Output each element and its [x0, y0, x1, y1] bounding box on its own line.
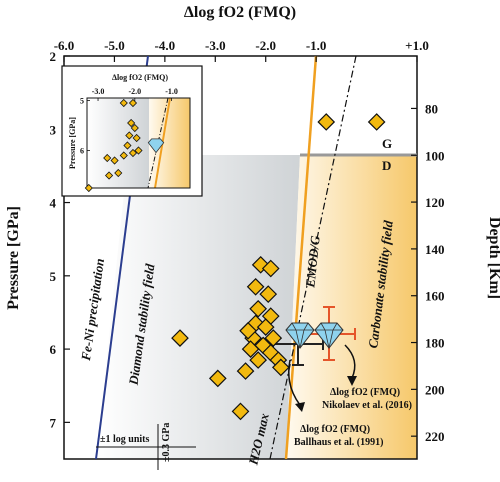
top-tick-label: -2.0	[255, 38, 276, 53]
right-tick-label: 180	[425, 336, 445, 351]
inset-y-tick-label: 6	[80, 147, 84, 156]
inset-data-point	[130, 123, 139, 133]
inset-x-tick-label: -2.0	[128, 87, 141, 96]
top-tick-label: +1.0	[405, 38, 429, 53]
stability-fields	[96, 155, 417, 459]
right-tick-label: 140	[425, 242, 445, 257]
right-axis: 80 100 120 140 160 180 200 220	[411, 101, 445, 444]
data-point	[171, 329, 189, 347]
inset-data-point	[105, 171, 114, 180]
inset-data-points	[84, 98, 143, 193]
top-tick-label: -5.0	[104, 38, 125, 53]
left-tick-label: 4	[50, 196, 57, 211]
inset-x-tick-label: -1.0	[165, 87, 178, 96]
ballhaus-note-line1: Δlog fO2 (FMQ)	[300, 424, 370, 435]
ballhaus-arrow	[288, 359, 301, 406]
ballhaus-note-line2: Ballhaus et al. (1991)	[294, 437, 383, 448]
nikolaev-note-line1: Δlog fO2 (FMQ)	[330, 387, 400, 398]
data-point	[317, 113, 336, 131]
right-tick-label: 160	[425, 289, 445, 304]
right-axis-title: Depth [Km]	[486, 217, 500, 299]
data-point	[249, 299, 267, 318]
inset-chart: Δlog fO2 (FMQ) -3.0-2.0-1.0 56 Pressure …	[61, 65, 203, 197]
top-tick-label: -6.0	[54, 38, 75, 53]
left-tick-label: 3	[50, 122, 57, 137]
left-tick-label: 5	[50, 269, 57, 284]
emod-g-label: EMOD/G	[302, 234, 323, 289]
data-point	[367, 113, 386, 131]
inset-data-point	[84, 183, 93, 193]
inset-data-point	[127, 118, 136, 128]
scale-y-label: ±0.3 GPa	[161, 423, 172, 462]
inset-data-point	[110, 156, 119, 165]
inset-data-point	[128, 98, 138, 108]
top-tick-label: -3.0	[205, 38, 226, 53]
data-point	[249, 351, 267, 369]
right-tick-label: 80	[425, 101, 438, 116]
inset-data-point	[132, 133, 141, 143]
left-axis-title: Pressure [GPa]	[5, 206, 22, 310]
data-point	[231, 402, 250, 421]
data-point	[264, 329, 283, 347]
nikolaev-arrow-head	[347, 376, 357, 386]
inset-x-axis: -3.0 -2.0 -1.0	[92, 87, 178, 101]
label-d: D	[382, 158, 391, 173]
inset-y-title: Pressure [GPa]	[68, 117, 77, 169]
data-point	[239, 321, 257, 340]
data-point	[236, 362, 255, 380]
inset-diamond-icon	[147, 138, 165, 154]
left-tick-label: 2	[50, 49, 57, 64]
inset-data-point	[103, 153, 112, 163]
nikolaev-arrow	[344, 344, 356, 379]
data-point	[271, 358, 290, 377]
inset-x-tick-label: -3.0	[92, 87, 105, 96]
left-tick-label: 6	[50, 342, 57, 357]
right-tick-label: 100	[425, 148, 445, 163]
fe-ni-label: Fe-Ni precipitation	[78, 257, 107, 362]
plot-frame	[63, 55, 418, 460]
diamond-gem-icon	[314, 322, 344, 349]
left-tick-label: 7	[50, 415, 57, 430]
right-tick-label: 200	[425, 382, 445, 397]
inset-y-axis: 56	[80, 97, 90, 156]
ballhaus-arrow-head	[295, 402, 305, 412]
inset-y-tick-label: 5	[80, 97, 84, 106]
top-tick-label: -4.0	[155, 38, 176, 53]
h2o-max-line	[269, 56, 357, 459]
data-point	[208, 369, 227, 388]
carbonate-stability-field-fill	[286, 155, 417, 459]
inset-x-title: Δlog fO2 (FMQ)	[112, 73, 168, 82]
top-axis: -6.0 -5.0 -4.0 -3.0 -2.0 -1.0 +1.0	[54, 38, 429, 62]
annotation-arrows	[288, 344, 357, 412]
inset-data-point	[119, 151, 128, 160]
inset-data-point	[114, 168, 123, 178]
data-point	[259, 285, 278, 303]
diamond-stability-field-fill	[96, 155, 300, 459]
emod-g-line	[284, 56, 318, 459]
inset-data-point	[134, 146, 143, 155]
data-points	[171, 113, 386, 421]
diamond-gem-icons	[285, 322, 344, 349]
scale-x-label: ±1 log units	[100, 434, 149, 445]
top-axis-title: Δlog fO2 (FMQ)	[184, 4, 296, 21]
inset-data-point	[119, 98, 128, 108]
diamond-gem-icon	[285, 322, 315, 349]
error-scale-legend: ±1 log units ±0.3 GPa	[96, 423, 196, 470]
data-point	[261, 259, 280, 278]
data-point	[246, 277, 265, 296]
right-tick-label: 220	[425, 429, 445, 444]
nikolaev-note-line2: Nikolaev et al. (2016)	[322, 400, 412, 411]
inset-data-point	[123, 141, 132, 150]
data-point	[241, 340, 260, 358]
data-point	[256, 318, 275, 336]
label-g: G	[382, 136, 392, 151]
right-tick-label: 120	[425, 195, 445, 210]
inset-data-point	[128, 148, 138, 158]
top-tick-label: -1.0	[306, 38, 327, 53]
inset-data-point	[125, 131, 134, 140]
